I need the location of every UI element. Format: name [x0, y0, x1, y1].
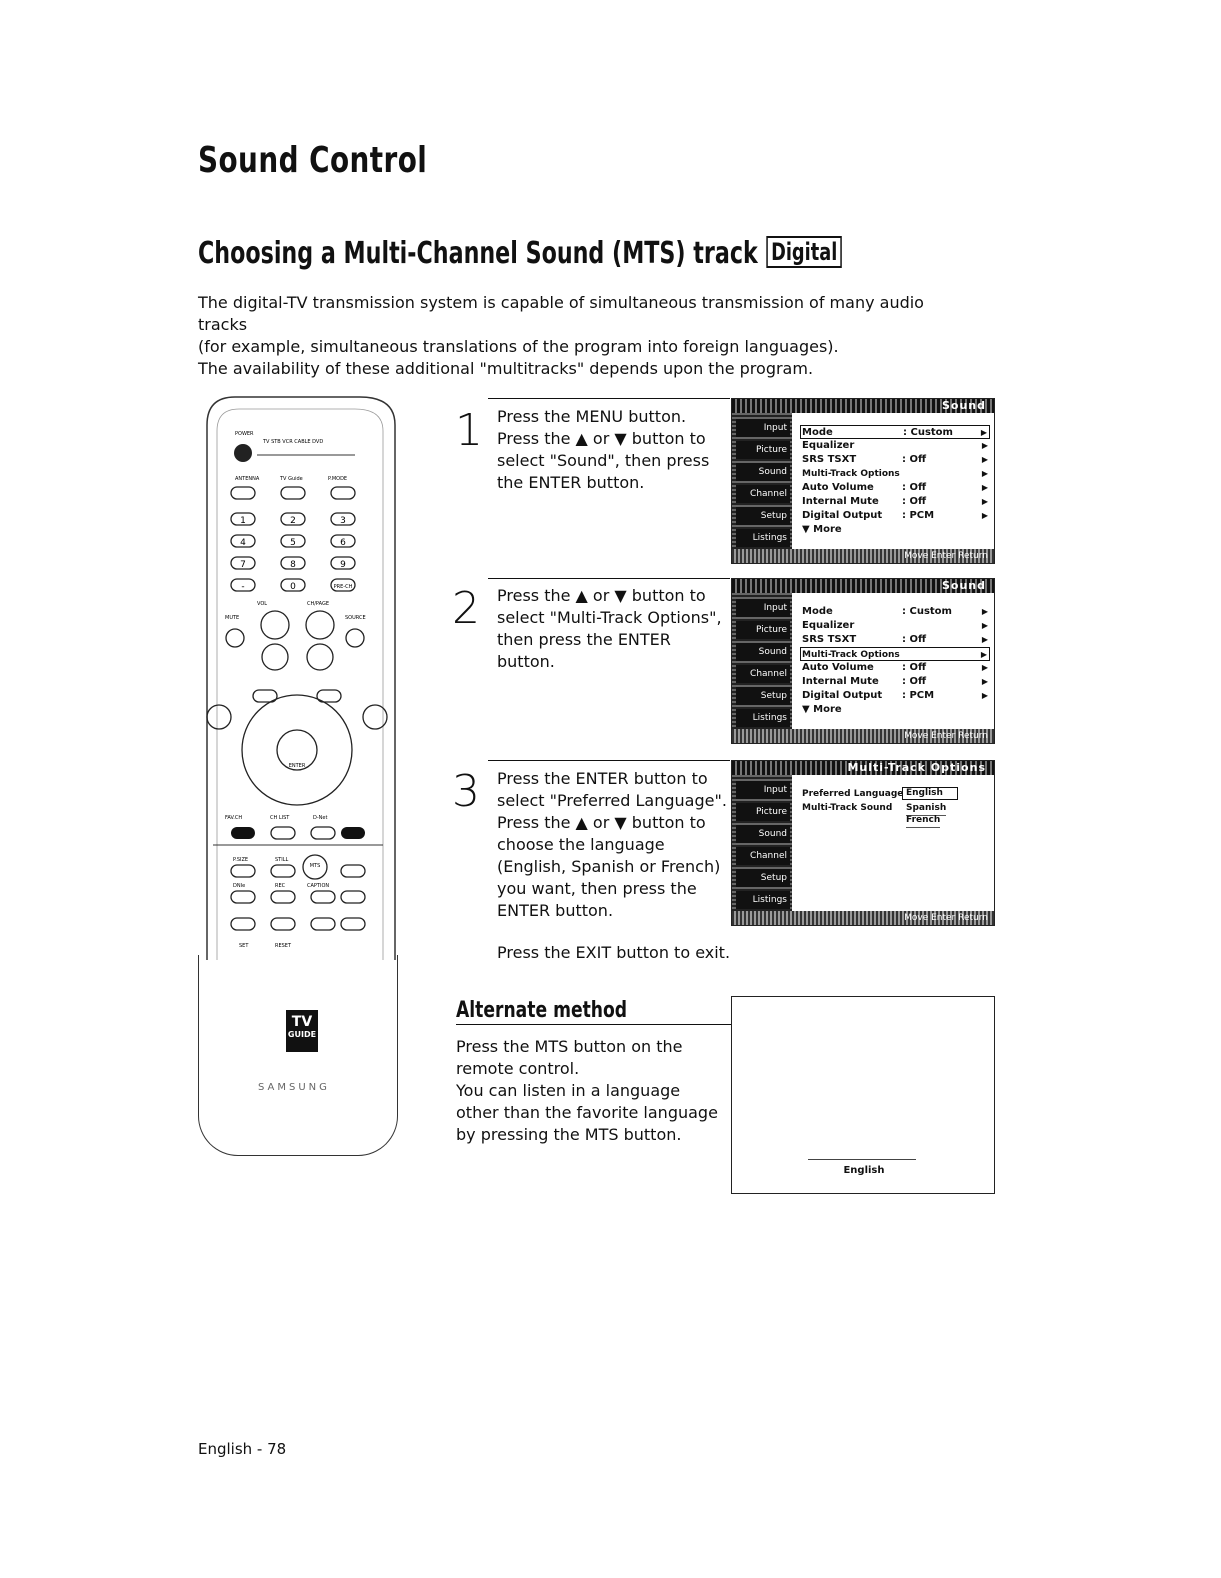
step-rule: [488, 578, 730, 579]
osd-screen-multitrack-options: Multi-Track Options Input Picture Sound …: [731, 760, 995, 926]
svg-text:-: -: [241, 582, 244, 592]
menu-row: Auto Volume: Off▶: [802, 482, 988, 493]
intro-line: The availability of these additional "mu…: [198, 359, 814, 378]
svg-text:CAPTION: CAPTION: [307, 883, 329, 889]
section-title: Choosing a Multi-Channel Sound (MTS) tra…: [198, 236, 842, 271]
mts-screen-label: English: [843, 1165, 885, 1176]
section-title-text: Choosing a Multi-Channel Sound (MTS) tra…: [198, 236, 758, 271]
svg-text:STILL: STILL: [275, 857, 288, 863]
menu-row: SRS TSXT: Off▶: [802, 634, 988, 645]
menu-row-selected: Multi-Track Options▶: [800, 647, 990, 661]
svg-text:SOURCE: SOURCE: [345, 615, 366, 621]
menu-row: Digital Output: PCM▶: [802, 510, 988, 521]
svg-text:REC: REC: [275, 883, 286, 889]
svg-text:3: 3: [340, 516, 346, 526]
modes-label: TV STB VCR CABLE DVD: [262, 439, 323, 445]
alternate-method-heading: Alternate method: [456, 998, 628, 1023]
svg-text:8: 8: [290, 560, 296, 570]
svg-text:SET: SET: [239, 943, 249, 949]
svg-text:5: 5: [290, 538, 296, 548]
svg-text:0: 0: [290, 582, 296, 592]
osd-screen-multitrack-selected: Sound Input Picture Sound Channel Setup …: [731, 578, 995, 744]
svg-text:6: 6: [340, 538, 346, 548]
svg-text:RESET: RESET: [275, 943, 292, 949]
menu-row: Auto Volume: Off▶: [802, 662, 988, 673]
svg-text:4: 4: [240, 538, 246, 548]
svg-text:2: 2: [290, 516, 296, 526]
intro-line: The digital-TV transmission system is ca…: [198, 293, 924, 334]
step-number: 1: [455, 405, 483, 456]
step-number: 2: [452, 583, 480, 634]
svg-text:CH/PAGE: CH/PAGE: [307, 601, 329, 607]
svg-text:TV Guide: TV Guide: [279, 476, 303, 482]
mts-screen-preview: [731, 996, 995, 1194]
step-rule: [488, 760, 730, 761]
menu-row: Equalizer▶: [802, 620, 988, 631]
svg-text:DNIe: DNIe: [233, 883, 245, 889]
remote-bottom-section: [198, 955, 398, 1156]
power-label: POWER: [235, 431, 254, 437]
mts-screen-line: [808, 1159, 916, 1160]
svg-text:9: 9: [340, 560, 346, 570]
menu-row: ▼ More: [802, 704, 842, 715]
menu-row: French: [800, 813, 990, 828]
menu-row: Equalizer▶: [802, 440, 988, 451]
menu-row: Mode: Custom▶: [802, 606, 988, 617]
svg-text:P.MODE: P.MODE: [328, 476, 347, 482]
menu-row: Mode: Custom▶: [800, 425, 990, 439]
svg-text:FAV.CH: FAV.CH: [225, 815, 242, 821]
svg-text:MTS: MTS: [310, 863, 321, 869]
menu-row: Internal Mute: Off▶: [802, 496, 988, 507]
step-rule: [488, 398, 730, 399]
svg-text:ANTENNA: ANTENNA: [235, 476, 260, 482]
svg-text:7: 7: [240, 560, 246, 570]
svg-text:CH LIST: CH LIST: [270, 815, 290, 821]
svg-text:VOL: VOL: [257, 601, 267, 607]
intro-paragraph: The digital-TV transmission system is ca…: [198, 292, 978, 380]
step-1-text: Press the MENU button.Press the ▲ or ▼ b…: [497, 407, 710, 492]
remote-control-illustration: POWER TV STB VCR CABLE DVD ANTENNA TV Gu…: [206, 396, 396, 960]
svg-text:MUTE: MUTE: [225, 615, 239, 621]
osd-footer: Move Enter Return: [904, 551, 988, 561]
osd-screen-sound-menu: Sound Input Picture Sound Channel Setup …: [731, 398, 995, 564]
menu-row: Internal Mute: Off▶: [802, 676, 988, 687]
intro-line: (for example, simultaneous translations …: [198, 337, 839, 356]
page-title: Sound Control: [198, 140, 428, 181]
page-footer: English - 78: [198, 1440, 287, 1458]
menu-row: ▼ More: [802, 524, 842, 535]
brand-logo: SAMSUNG: [258, 1082, 330, 1093]
menu-row: Digital Output: PCM▶: [802, 690, 988, 701]
svg-text:P.SIZE: P.SIZE: [233, 857, 248, 863]
osd-header: Sound: [941, 399, 986, 412]
menu-row: Multi-Track Options▶: [802, 469, 988, 479]
digital-badge: Digital: [766, 236, 842, 268]
exit-note: Press the EXIT button to exit.: [497, 943, 731, 962]
step-number: 3: [452, 766, 480, 817]
svg-text:ENTER: ENTER: [289, 763, 306, 769]
menu-row: SRS TSXT: Off▶: [802, 454, 988, 465]
svg-text:1: 1: [240, 516, 246, 526]
alternate-rule: [456, 1024, 732, 1025]
svg-text:D-Net: D-Net: [313, 815, 327, 821]
svg-text:PRE-CH: PRE-CH: [334, 584, 353, 590]
